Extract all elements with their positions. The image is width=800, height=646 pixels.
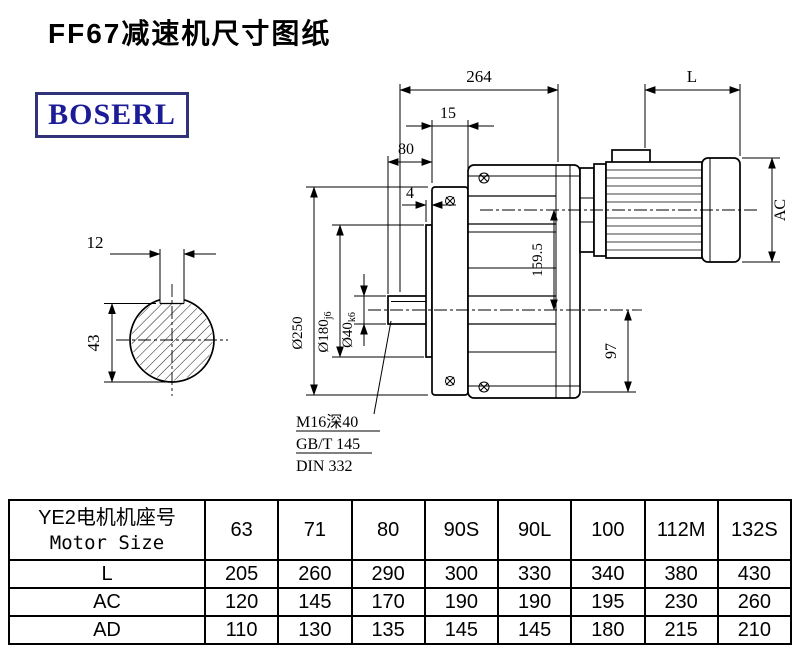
cell: 205 [203,559,280,589]
dim-80-label: 80 [398,141,414,158]
cell: 380 [643,559,719,589]
table-row: AD 110 130 135 145 145 180 215 210 [8,615,793,645]
cell: 300 [423,559,500,589]
dim-264-label: 264 [466,67,492,86]
cell: 330 [496,559,573,589]
dim-d250-label: Ø250 [290,316,306,349]
motor-size-header-cell: YE2电机机座号 Motor Size [8,499,206,561]
cell: 210 [716,615,793,645]
dim-d180-label: Ø180j6 [316,311,334,352]
dim-L-label: L [687,67,697,86]
header-cn: YE2电机机座号 [38,507,176,529]
table-header-row: YE2电机机座号 Motor Size 63 71 80 90S 90L 100… [8,499,793,561]
col-header: 112M [643,499,719,561]
shaft-end-view: 12 43 [84,233,228,396]
cell: 230 [643,587,719,617]
col-header: 90S [423,499,500,561]
cell: 195 [570,587,646,617]
brand-text: BOSERL [48,98,176,131]
brand-logo: BOSERL [35,92,189,138]
table-row: L 205 260 290 300 330 340 380 430 [8,559,793,589]
cell: 170 [350,587,426,617]
cell: 145 [423,615,500,645]
note-gb-standard: GB/T 145 [296,436,360,453]
dim-97-label: 97 [603,343,620,359]
dim-AC-label: AC [772,199,789,221]
dimension-drawing: 12 43 [84,67,789,475]
dimensions: 264 L 15 80 4 AC [290,67,789,475]
cell: 120 [203,587,280,617]
table-row: AC 120 145 170 190 190 195 230 260 [8,587,793,617]
dim-15-label: 15 [440,105,456,122]
col-header: 90L [496,499,573,561]
bolt-hole-icon [445,172,490,393]
dim-4-label: 4 [406,185,414,202]
cell: 180 [570,615,646,645]
dim-159-5-label: 159.5 [530,243,546,277]
cell: 145 [277,587,353,617]
page-title: FF67减速机尺寸图纸 [48,18,332,49]
cell: 145 [496,615,573,645]
dim-43-label: 43 [84,335,103,352]
note-din-standard: DIN 332 [296,458,352,475]
cell: 260 [716,587,793,617]
motor-fins [606,169,702,251]
cell: 260 [277,559,353,589]
row-label: L [8,559,206,589]
motor-size-table: YE2电机机座号 Motor Size 63 71 80 90S 90L 100… [8,499,793,645]
row-label: AD [8,615,206,645]
dim-12-label: 12 [87,233,104,252]
cell: 135 [350,615,426,645]
col-header: 132S [716,499,793,561]
row-label: AC [8,587,206,617]
col-header: 63 [203,499,280,561]
cell: 215 [643,615,719,645]
cell: 190 [423,587,500,617]
cell: 110 [203,615,280,645]
cell: 290 [350,559,426,589]
note-thread: M16深40 [296,413,358,431]
cell: 130 [277,615,353,645]
cell: 430 [716,559,793,589]
header-en: Motor Size [49,532,165,554]
col-header: 80 [350,499,426,561]
col-header: 71 [277,499,353,561]
cell: 340 [570,559,646,589]
dim-d40-label: Ø40k6 [340,312,358,348]
cell: 190 [496,587,573,617]
col-header: 100 [570,499,646,561]
